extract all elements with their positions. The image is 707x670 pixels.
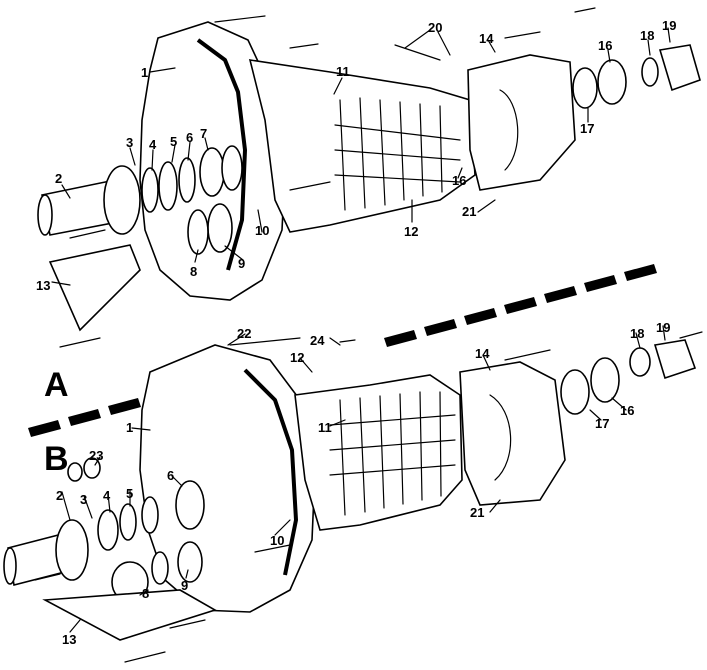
cover-plate-a bbox=[48, 244, 141, 332]
callout-a-7: 7 bbox=[200, 126, 207, 141]
callout-a-19: 19 bbox=[662, 18, 676, 33]
bushing-b-23b bbox=[67, 462, 83, 482]
gearbox-casing-b bbox=[294, 374, 463, 531]
callout-b-22: 22 bbox=[237, 326, 251, 341]
callout-b-8: 8 bbox=[142, 586, 149, 601]
callout-a-16b: 16 bbox=[452, 173, 466, 188]
seal-a-17 bbox=[572, 67, 598, 109]
callout-b-9: 9 bbox=[181, 578, 188, 593]
assembly-b bbox=[3, 331, 703, 663]
callout-a-10: 10 bbox=[255, 223, 269, 238]
callout-a-16: 16 bbox=[598, 38, 612, 53]
seal-b-17 bbox=[560, 369, 590, 415]
ring-b-18 bbox=[629, 347, 651, 377]
ring-a-16 bbox=[597, 59, 627, 105]
ring-b-6 bbox=[175, 480, 205, 530]
callout-a-14: 14 bbox=[479, 31, 494, 46]
callouts-b: 1 2 3 4 5 6 8 9 10 11 12 13 14 16 17 18 … bbox=[56, 320, 670, 647]
callout-b-16: 16 bbox=[620, 403, 634, 418]
callout-b-19: 19 bbox=[656, 320, 670, 335]
rear-extension-a-detail bbox=[499, 89, 519, 171]
callout-a-4: 4 bbox=[149, 137, 157, 152]
flange-b-19 bbox=[653, 339, 697, 380]
callout-b-23: 23 bbox=[89, 448, 103, 463]
ring-a-18 bbox=[641, 57, 659, 87]
ring-a-7 bbox=[199, 147, 225, 197]
callout-b-10: 10 bbox=[270, 533, 284, 548]
callout-b-5: 5 bbox=[126, 486, 133, 501]
callout-b-3: 3 bbox=[80, 492, 87, 507]
callout-b-4: 4 bbox=[103, 488, 111, 503]
ring-b-9 bbox=[177, 541, 203, 583]
callout-b-11: 11 bbox=[318, 420, 332, 435]
callout-b-12: 12 bbox=[290, 350, 304, 365]
ring-b-9b bbox=[151, 551, 169, 585]
bolts-a bbox=[59, 7, 596, 348]
bell-housing-a-rim bbox=[196, 38, 247, 271]
panel-label-a: A bbox=[44, 366, 69, 404]
bell-housing-b-rim bbox=[243, 368, 298, 576]
ring-a-6 bbox=[178, 157, 196, 203]
flange-a-19 bbox=[658, 44, 701, 92]
ring-b-5b bbox=[141, 496, 159, 534]
ring-a-9 bbox=[207, 203, 233, 253]
seal-b-5 bbox=[119, 503, 137, 541]
rear-extension-a bbox=[467, 54, 576, 191]
bolts-b bbox=[34, 331, 703, 663]
callout-b-2: 2 bbox=[56, 488, 63, 503]
ring-a-8 bbox=[187, 209, 209, 255]
ring-a-7b bbox=[221, 145, 243, 191]
callout-a-5: 5 bbox=[170, 134, 177, 149]
callout-b-6: 6 bbox=[167, 468, 174, 483]
callout-b-13: 13 bbox=[62, 632, 76, 647]
callout-a-21: 21 bbox=[462, 204, 476, 219]
leader-lines-a bbox=[51, 27, 671, 286]
callout-a-13: 13 bbox=[36, 278, 50, 293]
callout-b-24: 24 bbox=[310, 333, 325, 348]
ring-b-16 bbox=[590, 357, 620, 403]
callout-b-14: 14 bbox=[475, 346, 490, 361]
rear-housing-b-detail bbox=[489, 394, 512, 481]
callout-b-21: 21 bbox=[470, 505, 484, 520]
sleeve-b-opening bbox=[3, 547, 17, 585]
sleeve-a-opening bbox=[37, 194, 53, 236]
flange-a bbox=[103, 165, 141, 235]
flange-b bbox=[55, 519, 89, 581]
callout-b-18: 18 bbox=[630, 326, 644, 341]
casing-b-ribs bbox=[329, 391, 456, 516]
divider-upper bbox=[384, 264, 657, 347]
seal-b-4 bbox=[97, 509, 119, 551]
callout-a-20: 20 bbox=[428, 20, 442, 35]
casing-a-ribs bbox=[334, 97, 461, 211]
callout-a-18: 18 bbox=[640, 28, 654, 43]
rear-housing-b bbox=[459, 361, 566, 506]
callout-b-1: 1 bbox=[126, 420, 133, 435]
callout-a-6: 6 bbox=[186, 130, 193, 145]
callout-b-17: 17 bbox=[595, 416, 609, 431]
callout-a-17: 17 bbox=[580, 121, 594, 136]
callout-a-11: 11 bbox=[336, 64, 350, 79]
cover-plate-b bbox=[42, 589, 217, 641]
callout-a-1: 1 bbox=[141, 65, 148, 80]
divider-lower bbox=[28, 398, 141, 437]
panel-label-b: B bbox=[44, 440, 69, 478]
callout-a-2: 2 bbox=[55, 171, 62, 186]
seal-a-4 bbox=[141, 167, 159, 213]
callout-a-8: 8 bbox=[190, 264, 197, 279]
callout-a-3: 3 bbox=[126, 135, 133, 150]
leader-lines-b bbox=[61, 325, 666, 633]
assembly-a bbox=[37, 7, 701, 348]
callout-a-12: 12 bbox=[404, 224, 418, 239]
callout-a-9: 9 bbox=[238, 256, 245, 271]
seal-a-5 bbox=[158, 161, 178, 211]
callouts-a: 1 2 3 4 5 6 7 8 9 10 11 12 13 14 16 16 1… bbox=[36, 18, 676, 293]
